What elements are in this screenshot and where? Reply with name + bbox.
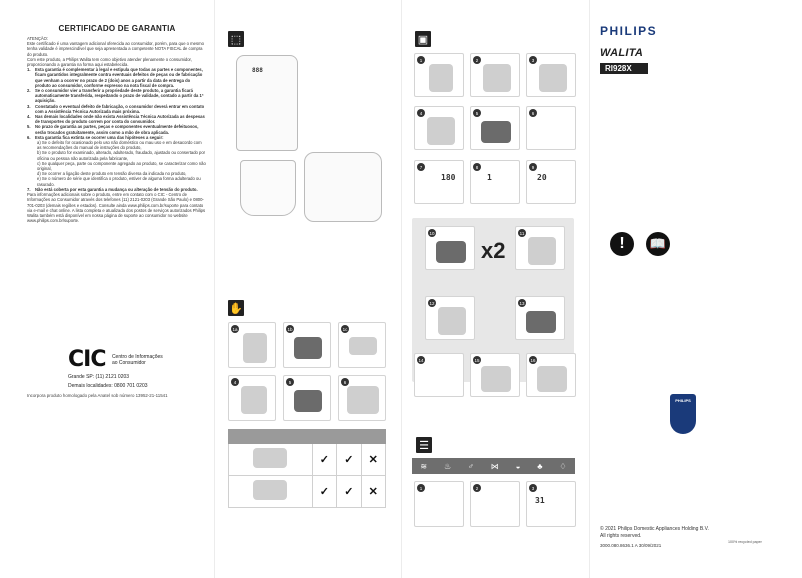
step-card: 4 [414, 106, 464, 150]
fish-icon: ⋈ [490, 461, 499, 471]
step-card: 11 [515, 226, 565, 270]
certificate-item: 5.No prazo de garantia as partes, peças … [27, 124, 199, 135]
basket-cell [228, 475, 313, 508]
step-card: 5 [470, 106, 520, 150]
table-cell: ✓ [336, 443, 362, 476]
certificate-item: 1.Esta garantia é complementar à legal e… [27, 67, 203, 88]
certificate-title: CERTIFICADO DE GARANTIA [58, 24, 176, 33]
table-row: ✓ ✓ ✕ [228, 475, 387, 508]
certificate-outro: Para informações adicionais sobre o prod… [27, 192, 206, 224]
cic-logo: CIC [68, 347, 106, 372]
cleaning-compare-table: ✓ ✓ ✕ ✓ ✓ ✕ [228, 429, 387, 508]
step-card: 6 [338, 375, 386, 421]
certificate-subitem: d) Se ocorrer a ligação deste produto em… [37, 171, 187, 177]
philips-wordmark: PHILIPS [600, 24, 658, 38]
chicken-icon: ♨ [443, 461, 452, 471]
step-card: 14 [414, 353, 464, 397]
table-cell: ✕ [360, 475, 387, 508]
basket-illustration [240, 160, 296, 216]
page-fold [589, 0, 590, 578]
certificate-attention: ATENÇÃO: [27, 36, 49, 41]
rights-line: All rights reserved. [600, 533, 642, 539]
lcd-readout: 180 [441, 173, 456, 182]
lcd-readout: 20 [537, 173, 547, 182]
cic-line-2: ao Consumidor [111, 359, 146, 366]
certificate-item: 7.Não está coberta por esta garantia a m… [27, 186, 198, 192]
certificate-intro: Este certificado é uma vantagem adiciona… [27, 41, 204, 57]
philips-shield-icon: PHILIPS [670, 394, 696, 434]
certificate-subitem: c) Se qualquer peça, parte ou componente… [37, 160, 206, 172]
cic-subtitle: Centro de Informações ao Consumidor [112, 354, 163, 366]
recycled-paper-note: 100% recycled paper [728, 540, 762, 544]
table-header-row [228, 429, 387, 444]
food-presets-bar: ≋ ♨ ♂ ⋈ ◒ ♣ ♢ [412, 458, 575, 474]
certificate-item: 2.Se o consumidor vier a transferir a pr… [27, 88, 204, 104]
lcd-readout: 31 [535, 496, 545, 505]
step-card: 3 [526, 53, 576, 97]
certificate-subitem: e) Se o número de série que identifica o… [37, 176, 201, 187]
step-card: 1c [338, 322, 386, 368]
step-card: 5 [283, 375, 331, 421]
step-card: 15 [470, 353, 520, 397]
step-card: 1a [228, 322, 276, 368]
copyright-line: © 2021 Philips Domestic Appliances Holdi… [600, 526, 709, 532]
hand-icon: ✋ [228, 300, 244, 316]
step-card: 16 [526, 353, 576, 397]
cic-phone-sp: Grande SP: (11) 2121 0203 [68, 374, 130, 380]
certificate-item: 4.Nas demais localidades onde não exista… [27, 114, 205, 125]
repeat-multiplier: x2 [481, 238, 506, 263]
keep-warm-icon: ♢ [559, 461, 567, 471]
product-illustration [236, 55, 298, 151]
step-card: 4 [228, 375, 276, 421]
certificate-intro-2: Com este produto, a Philips Walita tem c… [27, 56, 192, 68]
page-fold [401, 0, 402, 578]
manual-icon: 📖 [646, 232, 670, 256]
anatel-notice: Incorpora produto homologado pela Anatel… [27, 393, 168, 398]
table-cell: ✓ [336, 475, 362, 508]
step-card: 13 [515, 296, 565, 340]
certificate-item: 3.Constatado o eventual defeito de fabri… [27, 103, 205, 114]
unbox-icon: ▣ [415, 31, 431, 47]
fries-icon: ≋ [420, 461, 428, 471]
step-card: 1b [283, 322, 331, 368]
unbox-icon: ⬚ [228, 31, 244, 47]
certificate-item: 6.Esta garantia fica extinta se ocorrer … [27, 134, 164, 140]
walita-wordmark: WALITA [600, 47, 644, 59]
table-cell: ✓ [311, 443, 338, 476]
page-fold [214, 0, 215, 578]
step-card: 2 [470, 53, 520, 97]
copyright: © 2021 Philips Domestic Appliances Holdi… [600, 526, 709, 540]
control-panel-display: 888 [252, 67, 263, 74]
table-cell: ✓ [311, 475, 338, 508]
cic-line-1: Centro de Informações [111, 353, 163, 360]
cake-icon: ◒ [515, 461, 521, 471]
step-card: 6 [526, 106, 576, 150]
warranty-certificate: CERTIFICADO DE GARANTIA ATENÇÃO: Este ce… [27, 24, 207, 223]
cic-phone-other: Demais localidades: 0800 701 0203 [68, 382, 148, 389]
table-cell: ✕ [360, 443, 387, 476]
warning-icon: ! [610, 232, 634, 256]
step-card: 12 [425, 296, 475, 340]
table-row: ✓ ✓ ✕ [228, 443, 387, 476]
drumstick-icon: ♂ [467, 461, 474, 471]
step-card: 2 [470, 481, 520, 527]
lcd-readout: 1 [487, 173, 492, 182]
step-card: 10 [425, 226, 475, 270]
airfryer-illustration [304, 152, 382, 222]
list-icon: ☰ [416, 437, 432, 453]
cic-block: CIC Centro de Informações ao Consumidor … [68, 347, 188, 389]
step-card: 1 [414, 53, 464, 97]
certificate-subitem: a) Se o defeito for ocasionado pelo uso … [37, 140, 202, 151]
doc-code: 3000.080.8636.1 A 30/09/2021 [600, 543, 662, 548]
certificate-subitem: b) Se o produto for examinado, alterado,… [37, 150, 206, 161]
vegetable-icon: ♣ [537, 461, 543, 471]
pan-cell [228, 443, 313, 476]
model-number: RI928X [600, 63, 648, 74]
step-card: 1 [414, 481, 464, 527]
